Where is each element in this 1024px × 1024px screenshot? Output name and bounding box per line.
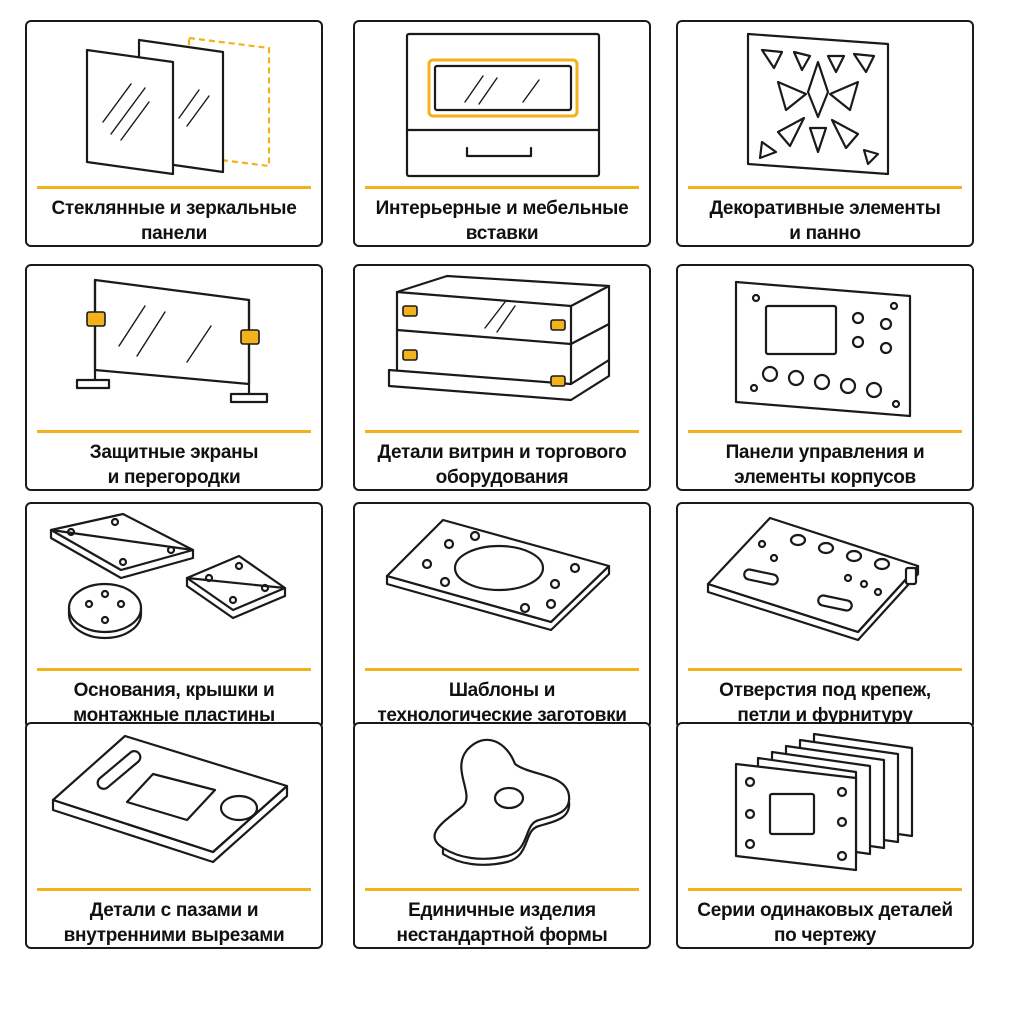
card-divider <box>37 668 311 671</box>
freeform-shape-icon <box>433 738 571 866</box>
mounting-plates-icon <box>49 512 287 640</box>
card-divider <box>365 186 639 189</box>
card-fastener-holes: Отверстия под крепеж,петли и фурнитуру <box>676 502 974 729</box>
cabinet-insert-icon <box>405 32 601 178</box>
drilled-plate-icon <box>706 516 920 642</box>
template-blank-icon <box>385 518 611 632</box>
card-divider <box>37 430 311 433</box>
protective-screen-icon <box>75 278 269 404</box>
control-panel-icon <box>734 280 912 418</box>
showcase-icon <box>387 274 611 402</box>
card-divider <box>688 430 962 433</box>
card-divider <box>365 430 639 433</box>
card-divider <box>688 888 962 891</box>
card-divider <box>37 186 311 189</box>
card-divider <box>365 668 639 671</box>
card-divider <box>688 668 962 671</box>
card-divider <box>688 186 962 189</box>
card-divider <box>365 888 639 891</box>
slotted-plate-icon <box>51 734 289 864</box>
glass-panels-icon <box>85 36 271 176</box>
decorative-lattice-icon <box>746 32 890 176</box>
card-divider <box>37 888 311 891</box>
card-label: Отверстия под крепеж,петли и фурнитуру <box>719 680 931 726</box>
stacked-parts-icon <box>734 732 914 872</box>
